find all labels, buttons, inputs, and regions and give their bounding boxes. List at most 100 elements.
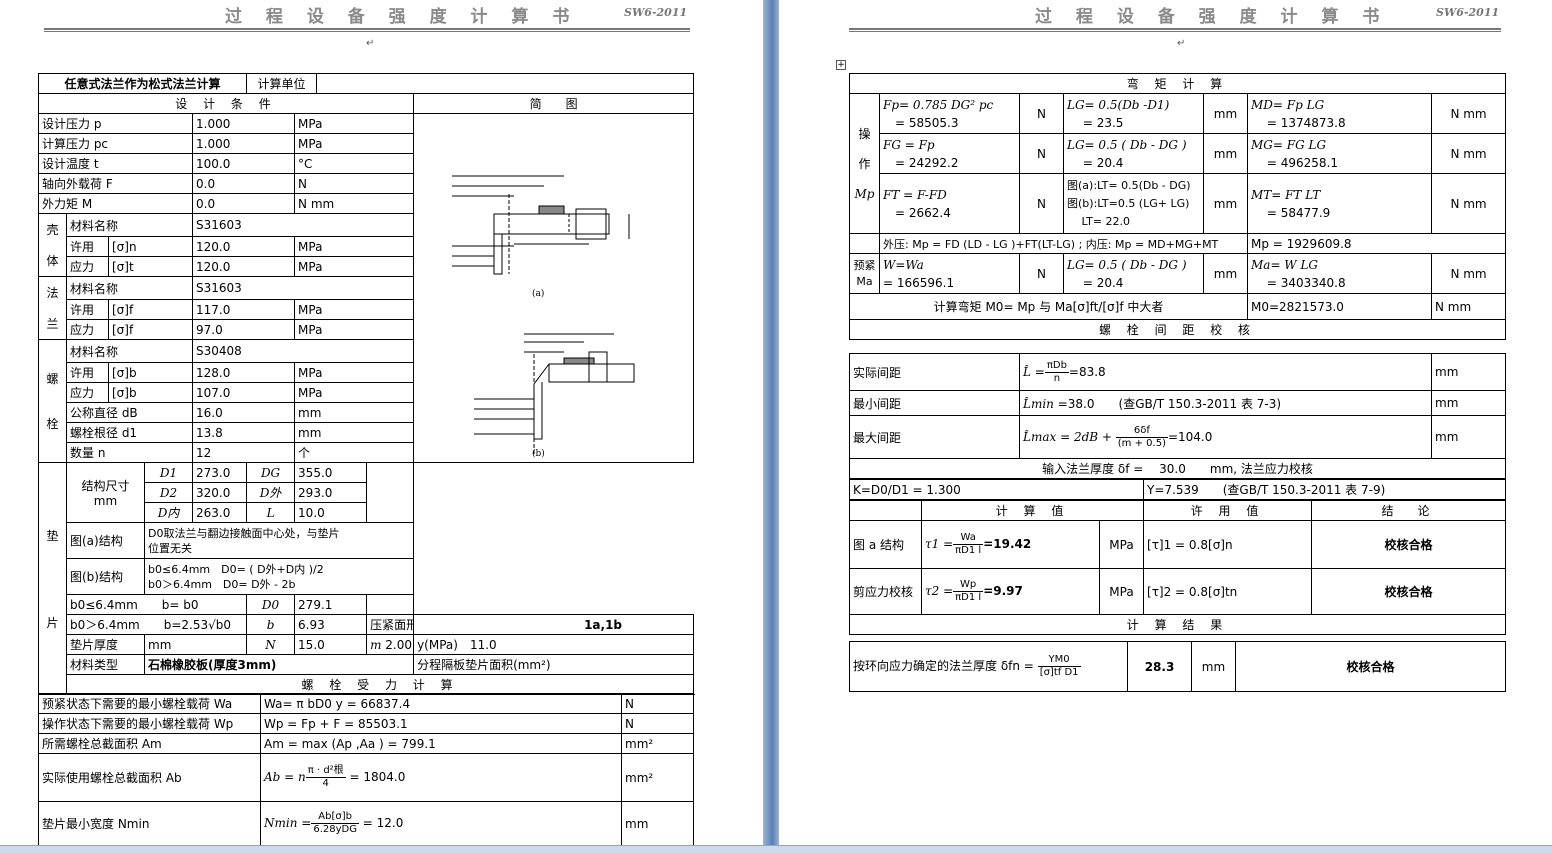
mt-unit: N mm (1430, 173, 1507, 234)
shell-material-label: 材料名称 (66, 213, 193, 237)
gasket-spacer (366, 462, 415, 523)
shear-row1-label: 图 a 结构 (849, 520, 922, 569)
moment-header: 弯 矩 计 算 (848, 73, 1507, 94)
bolt-area-required-formula: Am = max (Ap ,Aa ) = 799.1 (260, 733, 622, 754)
flange-sketch-cell: (a) (b) (413, 113, 695, 463)
gasket-d1-value[interactable]: 273.0 (191, 462, 248, 483)
bolt-root-value[interactable]: 13.8 (191, 422, 296, 443)
k-value: K=D0/D1 = 1.300 (849, 479, 1144, 500)
gasket-d2-value[interactable]: 320.0 (191, 482, 248, 503)
gasket-thickness-unit: mm (143, 634, 248, 655)
table-anchor-icon[interactable]: + (836, 60, 846, 70)
bolt-area-actual-unit: mm² (621, 753, 694, 802)
bolt-spacing-header: 螺 栓 间 距 校 核 (848, 319, 1507, 340)
bolt-count-value[interactable]: 12 (191, 442, 296, 463)
ma-unit: N mm (1430, 253, 1507, 294)
face-shape-value[interactable]: 1a,1b (413, 614, 695, 635)
flange-stress-symbol: [σ]f (108, 319, 193, 340)
axial-load-unit: N (294, 173, 415, 194)
header-rule-right (849, 28, 1501, 32)
calc-pressure-value[interactable]: 1.000 (191, 133, 296, 154)
md-formula: MD= Fp LG = 1374873.8 (1247, 93, 1432, 134)
gasket-dinner-value[interactable]: 263.0 (191, 502, 248, 523)
spacing-actual-label: 实际间距 (849, 353, 1020, 391)
gasket-m-group: m 2.00 (366, 634, 415, 655)
gasket-group-label: 垫片 (38, 462, 67, 695)
shell-stress-value[interactable]: 120.0 (191, 256, 296, 277)
bolt-allow-value[interactable]: 128.0 (191, 362, 296, 383)
spacing-actual-unit: mm (1431, 353, 1506, 391)
spacing-max-formula: L̂max = 2dB + 6δf(m + 0.5)=104.0 (1019, 415, 1432, 459)
bolt-count-unit: 个 (294, 442, 415, 463)
external-moment-unit: N mm (294, 193, 415, 214)
shell-material-value[interactable]: S31603 (191, 213, 415, 237)
flange-allow-unit: MPa (294, 299, 415, 320)
paragraph-mark: ↵ (1177, 38, 1186, 49)
face-shape-label: 压紧面形状 (366, 614, 415, 635)
bolt-material-label: 材料名称 (66, 339, 193, 363)
gasket-d2-label: D2 (144, 482, 193, 503)
bolt-diameter-value[interactable]: 16.0 (191, 402, 296, 423)
bolt-area-required-label: 所需螺栓总截面积 Am (38, 733, 261, 754)
spacing-min-label: 最小间距 (849, 390, 1020, 416)
spacing-min-formula: L̂min =38.0 (查GB/T 150.3-2011 表 7-3) (1019, 390, 1432, 416)
flange-stress-unit: MPa (294, 319, 415, 340)
design-temp-value[interactable]: 100.0 (191, 153, 296, 174)
result-unit: mm (1191, 641, 1236, 692)
gasket-n-value[interactable]: 15.0 (294, 634, 368, 655)
paragraph-mark: ↵ (366, 38, 375, 49)
bolt-diameter-label: 公称直径 dB (66, 402, 193, 423)
gasket-l-label: L (246, 502, 296, 523)
bolt-load-preload-label: 预紧状态下需要的最小螺栓载荷 Wa (38, 693, 261, 714)
bolt-stress-label: 应力 (66, 382, 109, 403)
tau1-result: 校核合格 (1311, 520, 1507, 569)
result-value: 28.3 (1127, 641, 1192, 692)
lg-pre-unit: mm (1203, 253, 1248, 294)
result-table: 按环向应力确定的法兰厚度 δfn = YM0[σ]tf D1 28.3 mm 校… (849, 641, 1506, 692)
bolt-material-value[interactable]: S30408 (191, 339, 415, 363)
unit-value[interactable] (316, 73, 695, 94)
flange-material-value[interactable]: S31603 (191, 276, 415, 300)
partition-area-label: 分程隔板垫片面积(mm²) (413, 654, 695, 675)
flange-input-table: 任意式法兰作为松式法兰计算 计算单位 设 计 条 件 简 图 设计压力 p 1.… (37, 73, 695, 695)
flange-material-label: 材料名称 (66, 276, 193, 300)
lg-pre-formula: LG= 0.5 ( Db - DG ) = 20.4 (1063, 253, 1204, 294)
axial-load-value[interactable]: 0.0 (191, 173, 296, 194)
design-pressure-unit: MPa (294, 113, 415, 134)
external-moment-value[interactable]: 0.0 (191, 193, 296, 214)
flange-stress-value[interactable]: 97.0 (191, 319, 296, 340)
gasket-fig-a-text: D0取法兰与翻边接触面中心处，与垫片位置无关 (143, 522, 415, 559)
gasket-l-value[interactable]: 10.0 (294, 502, 368, 523)
calc-moment-unit: N mm (1430, 293, 1507, 320)
shell-allow-value[interactable]: 120.0 (191, 236, 296, 257)
gasket-thickness-label: 垫片厚度 (66, 634, 145, 655)
flange-group-label: 法兰 (38, 276, 67, 340)
gasket-b-value[interactable]: 6.93 (294, 614, 368, 635)
fg-formula: FG = Fp = 24292.2 (879, 133, 1020, 174)
gasket-min-width-unit: mm (621, 801, 694, 846)
bolt-load-preload-unit: N (621, 693, 694, 714)
lg-formula: LG= 0.5 ( Db - DG ) = 20.4 (1063, 133, 1204, 174)
gasket-type-value[interactable]: 石棉橡胶板(厚度3mm) (143, 654, 415, 675)
bolt-root-label: 螺栓根径 d1 (66, 422, 193, 443)
gasket-dg-value[interactable]: 355.0 (294, 462, 368, 483)
gasket-d0-value[interactable]: 279.1 (294, 594, 368, 615)
bolt-stress-symbol: [σ]b (108, 382, 193, 403)
tau2-result: 校核合格 (1311, 568, 1507, 615)
gasket-douter-value[interactable]: 293.0 (294, 482, 368, 503)
flange-thickness-input[interactable]: 输入法兰厚度 δf = 30.0 mm, 法兰应力校核 (849, 458, 1506, 479)
bolt-group-label: 螺栓 (38, 339, 67, 463)
design-pressure-value[interactable]: 1.000 (191, 113, 296, 134)
flange-allow-value[interactable]: 117.0 (191, 299, 296, 320)
status-bar (0, 845, 1552, 853)
lt-unit: mm (1203, 173, 1248, 234)
bolt-stress-value[interactable]: 107.0 (191, 382, 296, 403)
gasket-b-rule-2: b0＞6.4mm b=2.53√b0 (65, 614, 248, 635)
bolt-load-preload-formula: Wa= π bD0 y = 66837.4 (260, 693, 622, 714)
